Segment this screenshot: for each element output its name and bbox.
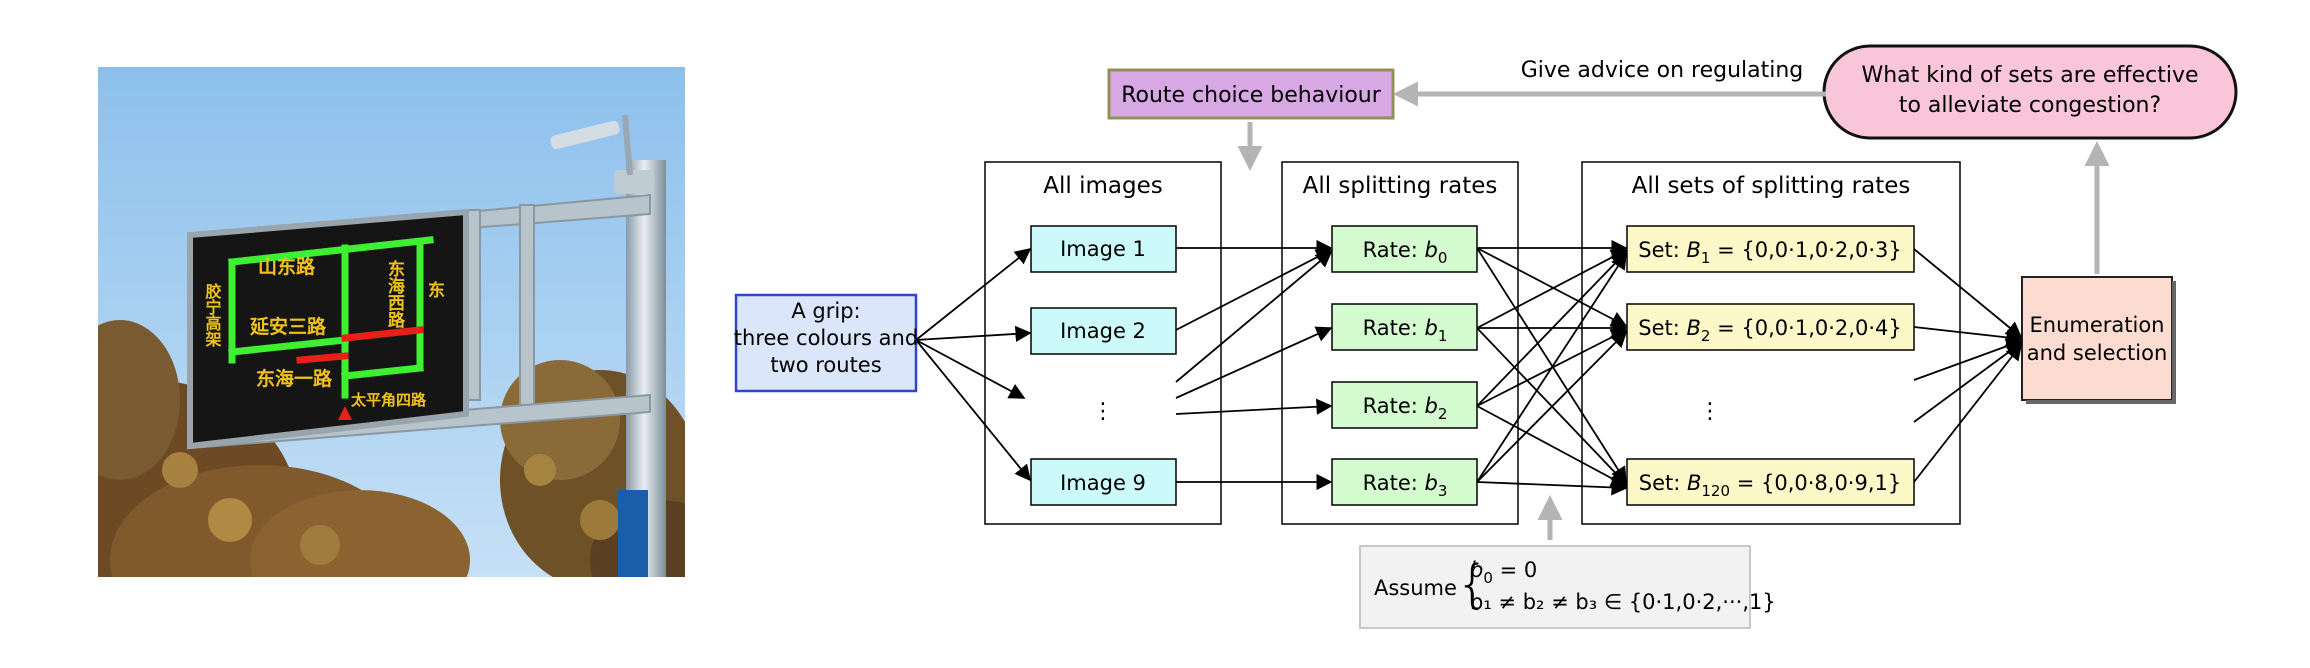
enumeration-text-line1: Enumeration [2030,313,2165,337]
images-ellipsis: ⋮ [1092,399,1114,424]
sign-board [187,208,469,450]
enumeration-box [2021,276,2173,401]
rate-node-1: Rate: b1 [1331,303,1478,351]
assume-line1: b0 = 0 [1470,558,1537,587]
image-label-1: Image 1 [1060,237,1146,261]
sign-roads [228,236,434,420]
rate-box-2 [1331,381,1478,429]
route-choice-box [1107,68,1395,120]
set-box-1 [1626,225,1915,273]
rate-label-2: Rate: b2 [1363,394,1448,423]
arrow-grip-image2 [915,325,1032,342]
arrow-set2-enum [1913,326,2023,346]
set-label-120: Set: B120 = {0,0·8,0·9,1} [1639,471,1902,500]
set-box-2 [1626,303,1915,351]
arrow-rate3-set2 [1476,330,1628,483]
flow-diagram: A grip: three colours and two routes Rou… [734,44,2238,629]
arrow-rate2-set1 [1476,250,1628,407]
sign-label-donghaiyi: 东海一路 [256,367,333,390]
assume-brace: { [1456,555,1489,615]
arrow-dots-rate2 [1175,398,1333,415]
rates-title: All splitting rates [1303,173,1498,199]
images-title: All images [1043,173,1162,199]
arrow-set1-enum [1913,248,2023,339]
feedback-arrows [1237,81,2110,540]
grip-node: A grip: three colours and two routes [734,293,918,393]
question-node: What kind of sets are effective to allev… [1822,44,2238,140]
rate-label-1: Rate: b1 [1363,316,1448,345]
arrow-dots-enum-b [1913,342,2023,423]
arrow-set120-enum [1913,343,2022,483]
image-box-2 [1030,307,1177,355]
sign-label-taipingjiao: 太平角四路 [351,391,427,409]
arrow-dots-enum-a [1913,338,2023,381]
assume-line2: b₁ ≠ b₂ ≠ b₃ ∈ {0·1,0·2,···,1} [1470,590,1776,614]
rate-label-3: Rate: b3 [1363,471,1448,500]
rate-label-0: Rate: b0 [1363,238,1448,267]
set-node-1: Set: B1 = {0,0·1,0·2,0·3} [1626,225,1915,273]
arrow-rate3-set120 [1476,479,1628,496]
sets-ellipsis: ⋮ [1699,399,1721,424]
sign-text: 山东路 胶宁高架 东海西路 延安三路 东海一路 太平角四路 东 [203,255,446,409]
rate-box-1 [1331,303,1478,351]
arrow-rate3-set1 [1476,252,1627,483]
rate-node-0: Rate: b0 [1331,225,1478,273]
sign-label-donghaixi: 东海西路 [384,259,405,329]
grip-box [734,293,918,393]
image-node-2: Image 2 [1030,307,1177,355]
sign-photo: 山东路 胶宁高架 东海西路 延安三路 东海一路 太平角四路 东 [98,67,685,577]
question-text-line1: What kind of sets are effective [1861,63,2198,88]
arrow-grip-image1 [915,247,1032,341]
route-choice-text: Route choice behaviour [1121,83,1382,108]
image-node-9: Image 9 [1030,458,1177,506]
set-node-120: Set: B120 = {0,0·8,0·9,1} [1626,458,1915,506]
assume-box [1359,545,1751,629]
grip-text-line1: A grip: [791,299,860,323]
arrow-rate2-set120 [1476,405,1628,487]
assume-node: Assume { b0 = 0 b₁ ≠ b₂ ≠ b₃ ∈ {0·1,0·2,… [1359,545,1776,629]
arrow-grip-image9 [915,339,1032,482]
set-label-1: Set: B1 = {0,0·1,0·2,0·3} [1638,238,1901,267]
question-box [1822,44,2238,140]
sign-label-shandong: 山东路 [258,255,316,278]
arrow-grip-dots [915,339,1026,399]
image-box-9 [1030,458,1177,506]
connector-arrows [915,239,2023,496]
arrow-dots-rate0 [1175,250,1333,383]
enumeration-text-line2: and selection [2027,341,2168,365]
images-column [984,161,1222,525]
set-label-2: Set: B2 = {0,0·1,0·2,0·4} [1638,316,1901,345]
arrow-rate0-set2 [1476,247,1628,327]
rate-node-2: Rate: b2 [1331,381,1478,429]
advice-label: Give advice on regulating [1521,58,1804,83]
rate-box-3 [1331,458,1478,506]
image-label-2: Image 2 [1060,319,1146,343]
photo-blue-sign [618,490,648,577]
image-node-1: Image 1 [1030,225,1177,273]
grip-text-line3: two routes [770,353,881,377]
sign-label-dong: 东 [428,280,445,301]
route-choice-node: Route choice behaviour [1107,68,1395,120]
sets-column [1581,161,1961,525]
arrow-dots-rate1 [1175,326,1333,399]
assume-label: Assume [1374,576,1457,600]
question-text-line2: to alleviate congestion? [1899,93,2161,118]
rates-column [1281,161,1519,525]
enumeration-node: Enumeration and selection [2021,276,2176,404]
set-node-2: Set: B2 = {0,0·1,0·2,0·4} [1626,303,1915,351]
sign-label-yanan: 延安三路 [249,315,327,338]
rate-box-0 [1331,225,1478,273]
grip-text-line2: three colours and [734,326,918,350]
image-box-1 [1030,225,1177,273]
image-label-9: Image 9 [1060,471,1146,495]
sets-title: All sets of splitting rates [1632,173,1911,199]
arrow-image2-rate0 [1175,249,1333,331]
arrow-rate0-set120 [1476,247,1627,484]
rate-node-3: Rate: b3 [1331,458,1478,506]
sign-label-jiaoning: 胶宁高架 [203,282,223,348]
arrow-rate1-set1 [1476,249,1628,329]
